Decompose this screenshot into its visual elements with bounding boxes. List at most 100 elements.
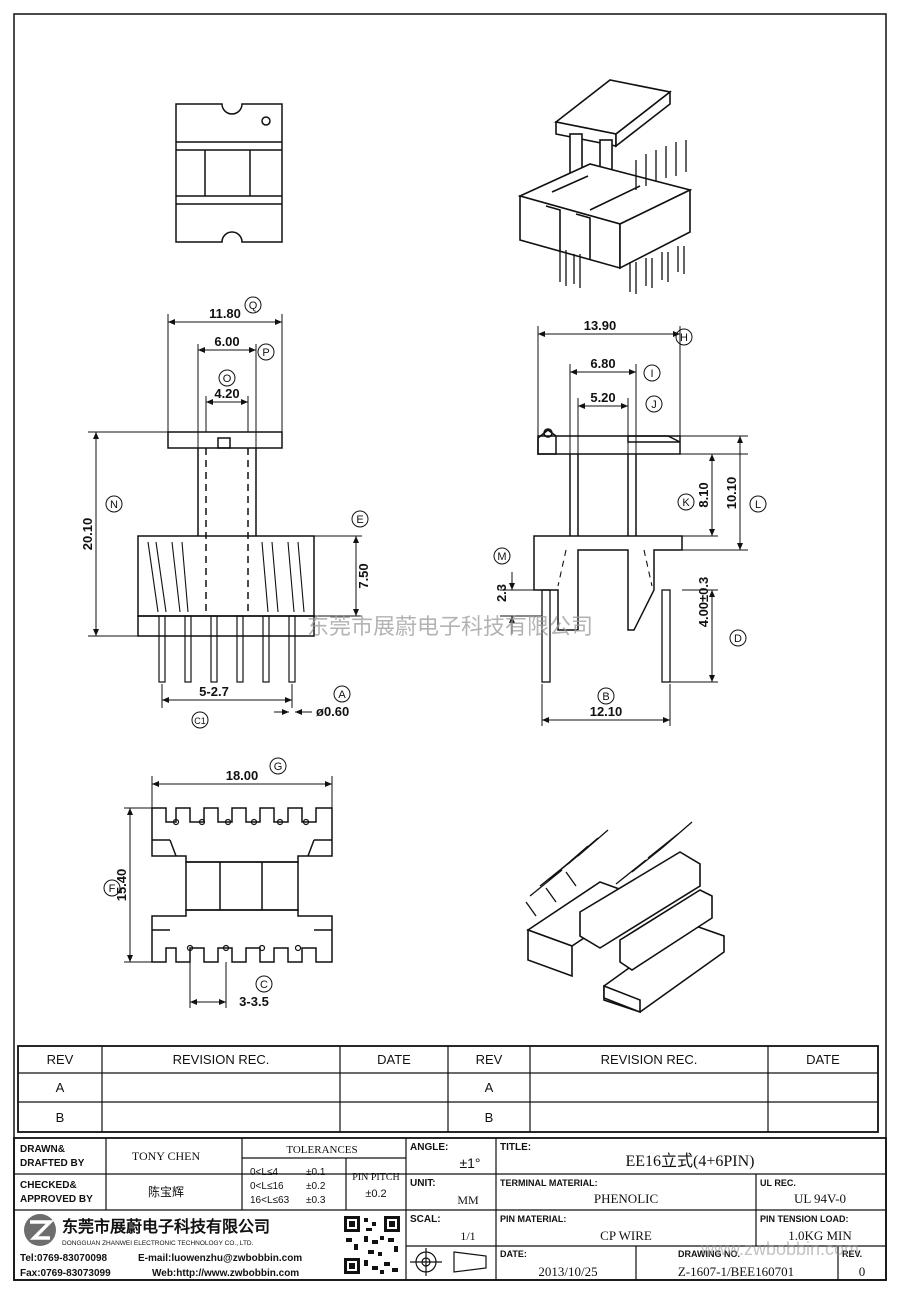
balloon-m: M — [493, 547, 511, 565]
tol-value-2: ±0.2 — [306, 1181, 326, 1192]
company-info: 东莞市展蔚电子科技有限公司 DONGGUAN ZHANWEI ELECTRONI… — [20, 1217, 302, 1279]
dim-e: 7.50 — [356, 563, 371, 588]
angle-value: ±1° — [459, 1155, 480, 1171]
projection-symbol-icon — [410, 1248, 487, 1276]
company-logo — [24, 1214, 56, 1246]
scal-value: 1/1 — [460, 1229, 475, 1243]
dim-o: 4.20 — [214, 386, 239, 401]
checked-label-1: CHECKED& — [20, 1180, 77, 1191]
balloon-j: J — [645, 395, 663, 413]
balloon-h: H — [675, 328, 693, 346]
balloon-n: N — [105, 495, 123, 513]
svg-text:P: P — [262, 347, 269, 359]
dim-g: 18.00 — [226, 768, 259, 783]
scal-label: SCAL: — [410, 1214, 441, 1225]
company-tel: Tel:0769-83070098 — [20, 1253, 108, 1264]
angle-label: ANGLE: — [410, 1142, 448, 1153]
dim-m: 2.3 — [494, 584, 509, 602]
svg-text:C: C — [260, 979, 268, 991]
svg-text:H: H — [680, 332, 688, 344]
svg-text:C1: C1 — [194, 716, 206, 726]
dim-j: 5.20 — [590, 390, 615, 405]
terminal-material-label: TERMINAL MATERIAL: — [500, 1178, 598, 1188]
balloon-f: F — [103, 879, 121, 897]
dim-pin-dia: ø0.60 — [316, 704, 349, 719]
terminal-material-value: PHENOLIC — [594, 1191, 658, 1206]
dim-l: 10.10 — [724, 477, 739, 510]
dim-q: 11.80 — [209, 306, 241, 321]
watermark-text: 东莞市展蔚电子科技有限公司 — [307, 614, 593, 639]
dim-b: 12.10 — [590, 704, 623, 719]
balloon-g: G — [269, 757, 287, 775]
balloons: Q P O N E A C1 H I J K L M D B G F C — [103, 296, 767, 993]
date-header-2: DATE — [806, 1052, 840, 1067]
drawing-no-value: Z-1607-1/BEE160701 — [678, 1264, 794, 1279]
company-fax: Fax:0769-83073099 — [20, 1268, 111, 1279]
rev-label: REV. — [842, 1249, 862, 1259]
dim-d: 4.00±0.3 — [696, 577, 711, 628]
dimension-labels: 11.80 6.00 4.20 20.10 7.50 5-2.7 ø0.60 1… — [80, 306, 739, 1009]
svg-text:O: O — [223, 373, 232, 385]
date-header-1: DATE — [377, 1052, 411, 1067]
pin-material-value: CP WIRE — [600, 1228, 652, 1243]
title-label: TITLE: — [500, 1142, 531, 1153]
revision-rec-header-1: REVISION REC. — [173, 1052, 270, 1067]
drawing-no-label: DRAWING NO. — [678, 1249, 740, 1259]
drawn-label-2: DRAFTED BY — [20, 1158, 85, 1169]
revision-table-text: REV REVISION REC. DATE REV REVISION REC.… — [47, 1052, 841, 1125]
svg-text:M: M — [497, 551, 506, 563]
checked-label-2: APPROVED BY — [20, 1194, 93, 1205]
top-view — [175, 103, 283, 243]
rev-row-a-2: A — [485, 1080, 494, 1095]
company-name-cn: 东莞市展蔚电子科技有限公司 — [62, 1217, 270, 1236]
balloon-i: I — [643, 364, 661, 382]
tol-value-3: ±0.3 — [306, 1195, 326, 1206]
svg-text:J: J — [651, 399, 657, 411]
bottom-view — [151, 807, 333, 963]
pin-tension-value: 1.0KG MIN — [788, 1228, 852, 1243]
front-view — [137, 431, 315, 683]
balloon-d: D — [729, 629, 747, 647]
unit-label: UNIT: — [410, 1178, 436, 1189]
title-value: EE16立式(4+6PIN) — [625, 1152, 754, 1170]
balloon-p: P — [257, 343, 275, 361]
pin-pitch-label: PIN PITCH — [352, 1172, 400, 1183]
date-value: 2013/10/25 — [538, 1264, 597, 1279]
rev-row-b-1: B — [56, 1110, 65, 1125]
svg-text:D: D — [734, 633, 742, 645]
sheet-border — [13, 13, 887, 1281]
side-view — [533, 428, 683, 683]
dim-f: 15.40 — [114, 869, 129, 902]
rev-value: 0 — [859, 1264, 866, 1279]
dim-k: 8.10 — [696, 482, 711, 507]
drawn-value: TONY CHEN — [132, 1149, 201, 1163]
revision-rec-header-2: REVISION REC. — [601, 1052, 698, 1067]
bottom-view-dimensions — [124, 776, 333, 1008]
tol-range-1: 0<L≤4 — [250, 1167, 278, 1178]
svg-text:N: N — [110, 499, 118, 511]
dim-pitch: 5-2.7 — [199, 684, 229, 699]
dim-i: 6.80 — [590, 356, 615, 371]
web-watermark: www.zwbobbin.com — [700, 1239, 859, 1259]
balloon-q: Q — [244, 296, 262, 314]
company-name-en: DONGGUAN ZHANWEI ELECTRONIC TECHNOLOGY C… — [62, 1240, 254, 1247]
title-block-grid — [13, 1137, 887, 1281]
balloon-b: B — [597, 687, 615, 705]
dim-p: 6.00 — [214, 334, 239, 349]
svg-text:B: B — [602, 691, 609, 703]
svg-text:Q: Q — [249, 300, 258, 312]
rev-header-2: REV — [476, 1052, 503, 1067]
rev-row-a-1: A — [56, 1080, 65, 1095]
ul-rec-value: UL 94V-0 — [794, 1191, 846, 1206]
tol-range-2: 0<L≤16 — [250, 1181, 284, 1192]
date-label: DATE: — [500, 1249, 527, 1259]
svg-text:L: L — [755, 499, 761, 511]
side-view-dimensions — [500, 326, 748, 726]
iso-view-bottom — [525, 821, 725, 1014]
ul-rec-label: UL REC. — [760, 1178, 796, 1188]
svg-text:I: I — [650, 368, 653, 380]
title-block-text: DRAWN& DRAFTED BY TONY CHEN CHECKED& APP… — [20, 1142, 865, 1279]
svg-text:G: G — [274, 761, 283, 773]
balloon-a: A — [333, 685, 351, 703]
